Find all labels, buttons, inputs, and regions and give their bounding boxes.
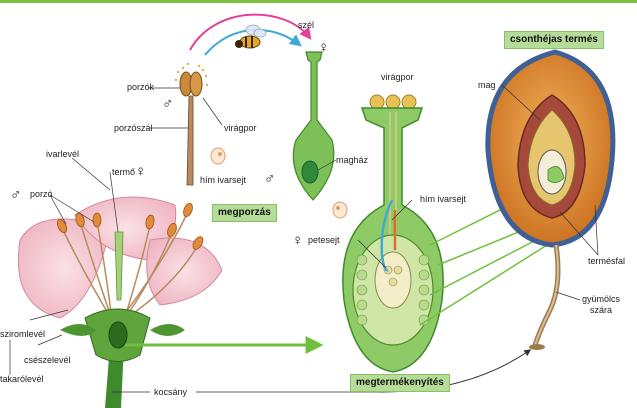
label-seed: mag (478, 80, 496, 90)
flower-label-lines (9, 157, 380, 393)
label-male-gamete-mid: hím ivarsejt (420, 194, 467, 204)
label-male-gamete-top: hím ivarsejt (200, 175, 247, 185)
male-symbol-stamen: ♂ (162, 95, 174, 112)
female-symbol-pistil: ♀ (318, 39, 330, 56)
pollen-grain-top (210, 147, 226, 165)
female-symbol-egg: ♀ (292, 232, 304, 249)
box-pollination: megporzás (212, 204, 277, 222)
label-pollen-top: virágpor (224, 123, 257, 133)
drupe-fruit-drawing (485, 49, 616, 350)
male-symbol-flower: ♂ (10, 186, 22, 203)
label-fruit-stalk: gyümölcs szára (582, 294, 621, 315)
top-accent-bar (0, 0, 637, 3)
label-stamens: porzók (127, 82, 155, 92)
male-symbol-gamete: ♂ (264, 170, 276, 187)
stamen-drawing (148, 62, 223, 186)
female-symbol-flower: ♀ (135, 163, 147, 180)
label-pistil: termő (112, 167, 136, 177)
label-bract: takarólevél (0, 374, 44, 384)
label-pollen-mid: virágpor (381, 72, 414, 82)
label-stamen: porzó (30, 189, 53, 199)
flower-drawing (17, 196, 223, 408)
bee-icon (235, 24, 267, 49)
fertilization-drawing (342, 94, 444, 373)
label-petal: sziromlevél (0, 329, 46, 339)
box-fertilization: megtermékenyítés (350, 374, 450, 392)
label-fruit-wall: termésfal (588, 256, 626, 266)
label-wind: szél (298, 20, 315, 30)
label-ovary: magház (336, 155, 369, 165)
label-filament: porzószál (114, 123, 153, 133)
label-flower-stalk: kocsány (154, 387, 188, 397)
box-drupe: csonthéjas termés (504, 31, 604, 49)
label-carpel-leaf: ivarlevél (46, 149, 80, 159)
pollen-grain-mid (332, 201, 348, 219)
label-egg-cell: petesejt (308, 235, 340, 245)
pistil-drawing (292, 51, 337, 201)
label-sepal: csészelevél (24, 355, 71, 365)
